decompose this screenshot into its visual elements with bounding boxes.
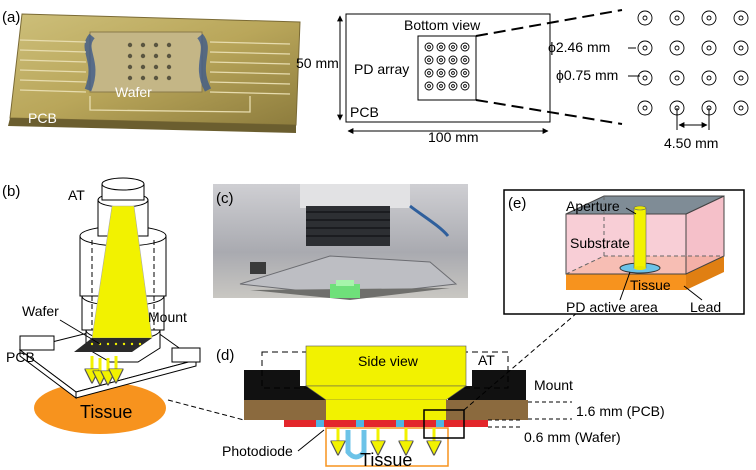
tissue-ellipse — [34, 382, 166, 434]
pcb-thickness-label: 1.6 mm (PCB) — [576, 403, 665, 419]
photo-wafer-label: Wafer — [115, 84, 152, 100]
photodiode-aperture — [738, 15, 744, 21]
photodiode-aperture — [439, 71, 443, 75]
setup-drawing: AT Wafer Mount PCB Tissue — [6, 177, 201, 434]
panel-d-label: (d) — [216, 347, 234, 364]
pd-active-area-label: PD active area — [566, 299, 658, 315]
photodiode-label: Photodiode — [222, 443, 293, 459]
lead-label: Lead — [690, 299, 721, 315]
at-label: AT — [68, 187, 85, 203]
photodiode-aperture — [463, 58, 467, 62]
panel-c-label: (c) — [216, 190, 234, 207]
side-tissue-label: Tissue — [360, 450, 412, 470]
side-view-label: Side view — [358, 353, 419, 369]
photodiode-aperture — [738, 75, 744, 81]
photodiode-aperture — [463, 84, 467, 88]
photodiode-aperture — [451, 84, 455, 88]
height-dimension-label: 50 mm — [296, 55, 339, 71]
photodiode-aperture — [439, 84, 443, 88]
photodiode-aperture — [439, 45, 443, 49]
photodiode-aperture — [642, 75, 648, 81]
photodiode-aperture — [674, 15, 680, 21]
inner-diameter-label: ϕ0.75 mm — [556, 67, 618, 83]
pcb-photo: Wafer PCB — [8, 13, 301, 133]
photodiode-aperture — [738, 105, 744, 111]
bottom-view-label: Bottom view — [404, 17, 481, 33]
photodiode-aperture — [439, 58, 443, 62]
mini-pd-array — [424, 42, 470, 91]
photodiode-aperture — [674, 45, 680, 51]
pd-array-label: PD array — [354, 61, 409, 77]
photodiode-aperture — [706, 45, 712, 51]
photodiode-aperture — [738, 45, 744, 51]
tissue-slab-label: Tissue — [630, 277, 671, 293]
photodiode-aperture — [706, 75, 712, 81]
panel-b-label: (b) — [2, 183, 20, 200]
photodiode-aperture — [642, 15, 648, 21]
schematic-pcb-label: PCB — [350, 104, 379, 120]
photodiode-aperture — [642, 45, 648, 51]
photodiode-aperture — [463, 71, 467, 75]
aperture-label: Aperture — [566, 198, 620, 214]
photodiode-aperture — [427, 71, 431, 75]
photodiode-aperture — [427, 58, 431, 62]
photodiode-aperture — [674, 75, 680, 81]
mount-label: Mount — [148, 309, 187, 325]
tissue-label: Tissue — [80, 402, 132, 422]
bottom-view-schematic: Bottom view PD array PCB 50 mm 100 mm — [296, 9, 623, 145]
photodiode-aperture — [463, 45, 467, 49]
outer-diameter-label: ϕ2.46 mm — [548, 39, 610, 55]
side-at-label: AT — [478, 352, 495, 368]
side-view-schematic: Side view AT Mount 1.6 mm (PCB) 0.6 mm (… — [167, 299, 665, 470]
setup-photo: (c) — [213, 184, 468, 300]
pcb-label: PCB — [6, 349, 35, 365]
pixel-detail-schematic: (e) Aperture Substrate Tissue Lead PD ac… — [503, 189, 745, 315]
photodiode-aperture — [451, 45, 455, 49]
panel-e-label: (e) — [508, 195, 526, 212]
photodiode-aperture — [706, 15, 712, 21]
substrate-label: Substrate — [570, 235, 630, 251]
side-mount-label: Mount — [534, 377, 573, 393]
photo-pcb-label: PCB — [28, 110, 57, 126]
width-dimension-label: 100 mm — [428, 129, 479, 145]
photodiode-aperture — [451, 71, 455, 75]
photodiode-aperture — [427, 45, 431, 49]
photodiode-aperture — [427, 84, 431, 88]
panel-a-label: (a) — [2, 9, 20, 26]
enlarged-pd-array: ϕ2.46 mm ϕ0.75 mm 4.50 mm — [548, 10, 749, 151]
wafer-thickness-label: 0.6 mm (Wafer) — [524, 429, 621, 445]
wafer-label: Wafer — [22, 303, 59, 319]
photodiode-aperture — [642, 105, 648, 111]
pitch-label: 4.50 mm — [664, 135, 718, 151]
photodiode-aperture — [451, 58, 455, 62]
